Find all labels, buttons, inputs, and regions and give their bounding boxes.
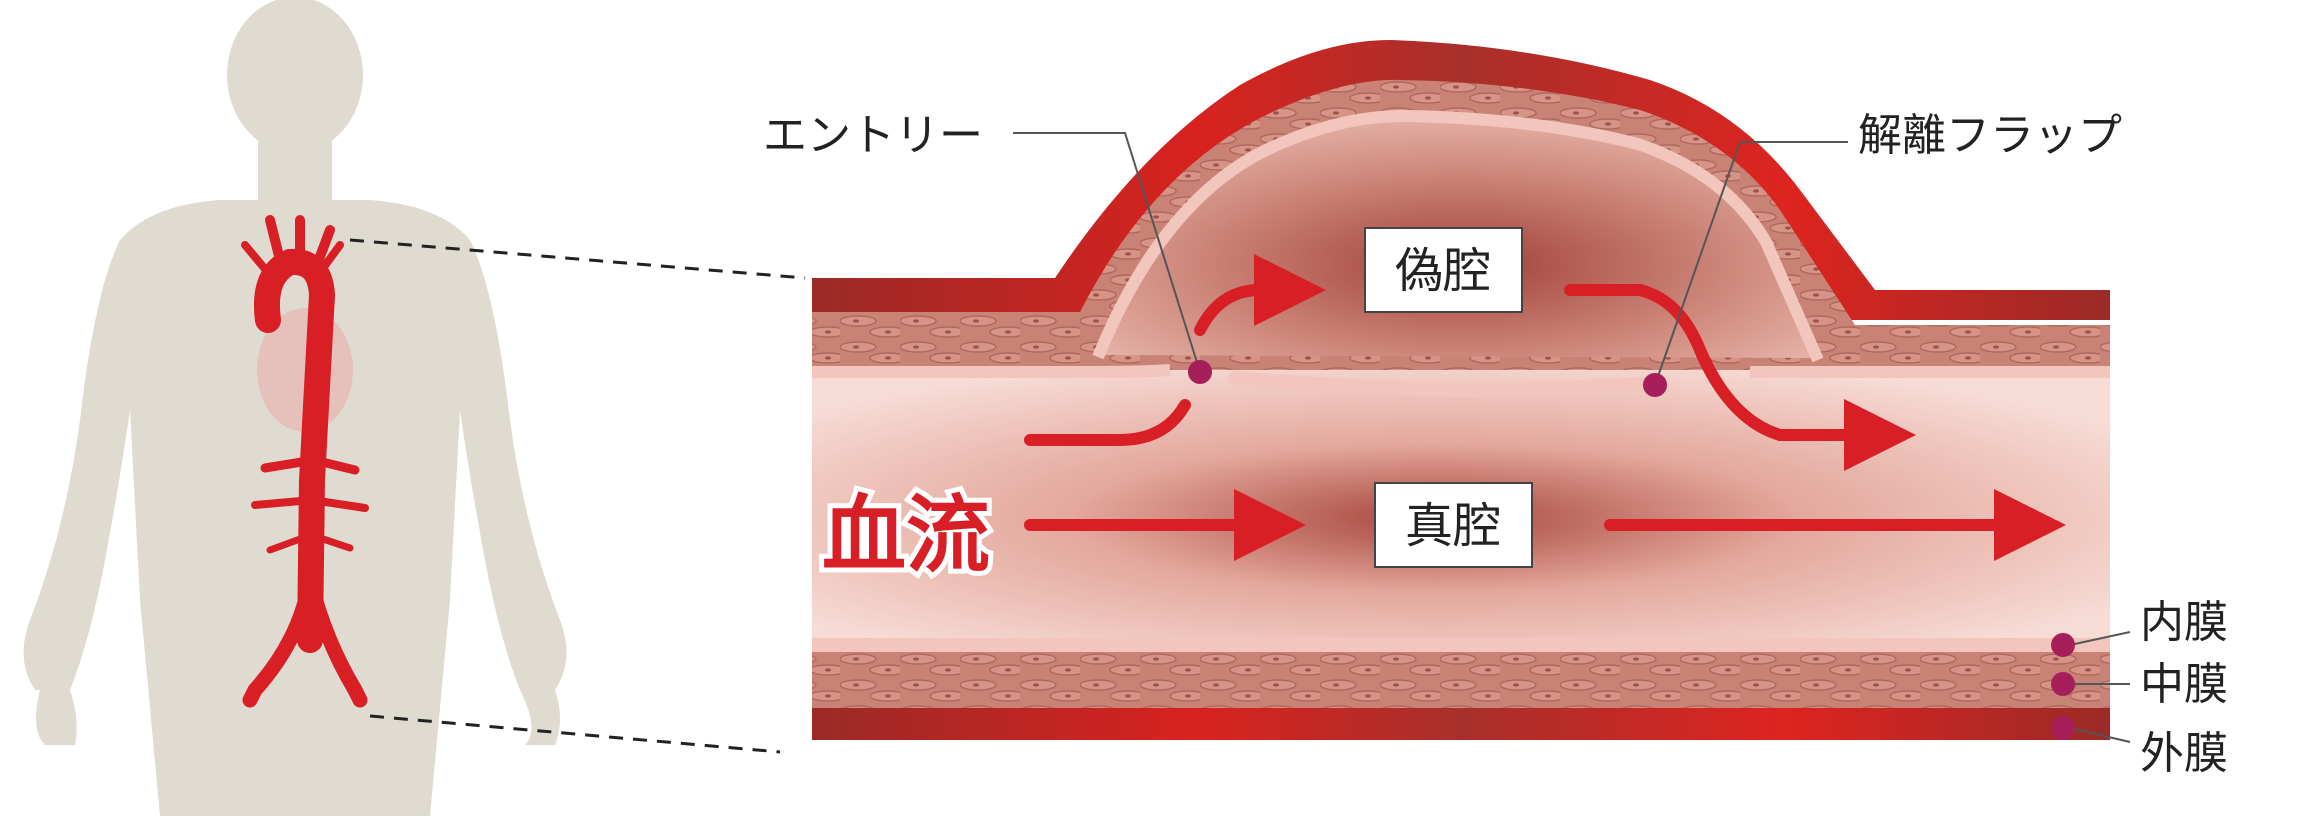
flap-label: 解離フラップ (1858, 110, 2122, 161)
false-lumen-box: 偽腔 (1364, 227, 1523, 313)
media-marker (2051, 672, 2075, 696)
adventitia-bottom (812, 708, 2110, 740)
intima-bulge (1092, 109, 1824, 363)
intima-top-left (812, 364, 1171, 378)
false-lumen-label: 偽腔 (1395, 243, 1491, 299)
arrow-into-false-lumen (1194, 254, 1326, 336)
arrow-false-lumen-exit (1564, 284, 1916, 471)
flap-marker (1643, 373, 1667, 397)
dissection-flap (1228, 371, 1667, 397)
blood-flow-label: 血流 (822, 486, 990, 584)
zoom-guide-lines (349, 238, 806, 754)
arrow-entry-lower (1024, 399, 1191, 446)
flow-arrows (1024, 254, 2066, 561)
media-label: 中膜 (2140, 659, 2228, 710)
markers (1188, 360, 2075, 740)
intima-label: 内膜 (2140, 597, 2228, 648)
entry-marker (1188, 360, 1212, 384)
true-lumen-box: 真腔 (1374, 482, 1533, 568)
adventitia-label: 外膜 (2140, 728, 2228, 779)
intima-marker (2051, 633, 2075, 657)
callouts (1013, 132, 2131, 743)
aorta-vessels (241, 215, 369, 708)
adventitia-marker (2051, 716, 2075, 740)
intima-bottom (812, 638, 2110, 652)
human-body-silhouette (23, 0, 567, 816)
true-lumen-label: 真腔 (1405, 498, 1501, 554)
entry-label: エントリー (763, 110, 983, 161)
media-bottom (812, 652, 2110, 708)
